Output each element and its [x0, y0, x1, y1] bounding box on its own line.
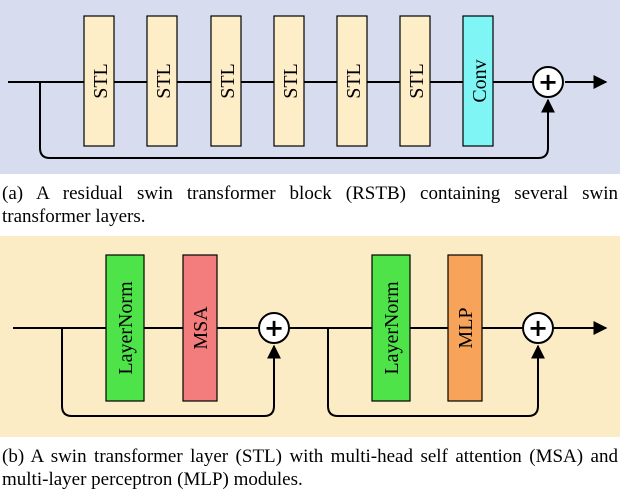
stl-block-5: STL	[336, 15, 368, 147]
mlp-block-label: MLP	[455, 307, 477, 348]
panel-a-caption: (a) A residual swin transformer block (R…	[2, 183, 618, 227]
stl-block-4-label: STL	[280, 63, 302, 99]
layernorm-block-2: LayerNorm	[371, 254, 411, 402]
panel-a-add-node: +	[532, 66, 564, 98]
layernorm-block-1-label: LayerNorm	[115, 281, 137, 375]
msa-block-label: MSA	[190, 306, 212, 350]
stl-block-6-label: STL	[406, 63, 428, 99]
stl-block-2-label: STL	[153, 63, 175, 99]
panel-b-add-node-2: +	[522, 312, 554, 344]
panel-b-skip-connection-1	[61, 328, 281, 417]
msa-block: MSA	[182, 254, 218, 402]
stl-block-3: STL	[210, 15, 242, 147]
layernorm-block-1: LayerNorm	[105, 254, 145, 402]
stl-block-1-label: STL	[90, 63, 112, 99]
panel-b-background	[0, 236, 620, 437]
panel-b-add-node-1: +	[258, 312, 290, 344]
panel-a-plus-icon: +	[538, 68, 558, 96]
panel-a-skip-connection	[39, 82, 555, 159]
stl-block-4: STL	[273, 15, 305, 147]
panel-b-plus-icon-2: +	[528, 314, 548, 342]
mlp-block: MLP	[447, 254, 483, 402]
stl-block-3-label: STL	[217, 63, 239, 99]
conv-block-label: Conv	[469, 59, 491, 102]
layernorm-block-2-label: LayerNorm	[381, 281, 403, 375]
conv-block: Conv	[462, 15, 494, 147]
panel-b-plus-icon-1: +	[264, 314, 284, 342]
stl-block-1: STL	[83, 15, 115, 147]
panel-b-caption: (b) A swin transformer layer (STL) with …	[2, 446, 618, 490]
panel-a: STL STL STL STL STL STL Conv +	[0, 0, 620, 174]
stl-block-6: STL	[399, 15, 431, 147]
panel-b-skip-connection-2	[327, 328, 545, 417]
panel-b: LayerNorm MSA LayerNorm MLP + +	[0, 236, 620, 437]
stl-block-5-label: STL	[343, 63, 365, 99]
stl-block-2: STL	[146, 15, 178, 147]
